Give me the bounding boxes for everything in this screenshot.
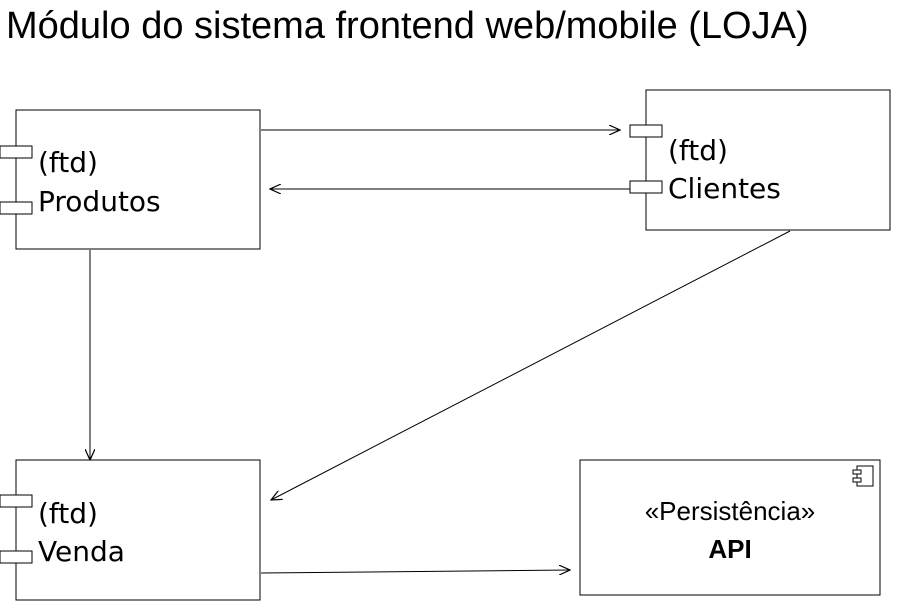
component-venda[interactable]: (ftd) Venda bbox=[0, 459, 261, 601]
api-name: API bbox=[708, 534, 751, 564]
component-name: Venda bbox=[38, 535, 125, 568]
connections bbox=[90, 130, 791, 573]
api-stereotype: «Persistência» bbox=[645, 496, 816, 526]
connector-clientes-to-venda bbox=[271, 230, 791, 500]
component-name: Clientes bbox=[668, 172, 781, 205]
component-tag: (ftd) bbox=[38, 146, 98, 179]
component-api[interactable]: «Persistência» API bbox=[579, 459, 881, 596]
component-clientes[interactable]: (ftd) Clientes bbox=[629, 89, 891, 231]
port-icon bbox=[0, 494, 33, 508]
port-icon bbox=[0, 550, 33, 564]
connector-venda-to-api bbox=[260, 570, 570, 573]
component-name: Produtos bbox=[38, 185, 161, 218]
component-icon bbox=[852, 465, 874, 487]
component-tag: (ftd) bbox=[38, 497, 98, 530]
port-icon bbox=[629, 180, 663, 194]
component-produtos[interactable]: (ftd) Produtos bbox=[0, 109, 261, 250]
diagram-title: Módulo do sistema frontend web/mobile (L… bbox=[6, 5, 809, 47]
port-icon bbox=[629, 124, 663, 138]
component-tag: (ftd) bbox=[668, 134, 728, 167]
port-icon bbox=[0, 145, 33, 159]
port-icon bbox=[0, 201, 33, 215]
